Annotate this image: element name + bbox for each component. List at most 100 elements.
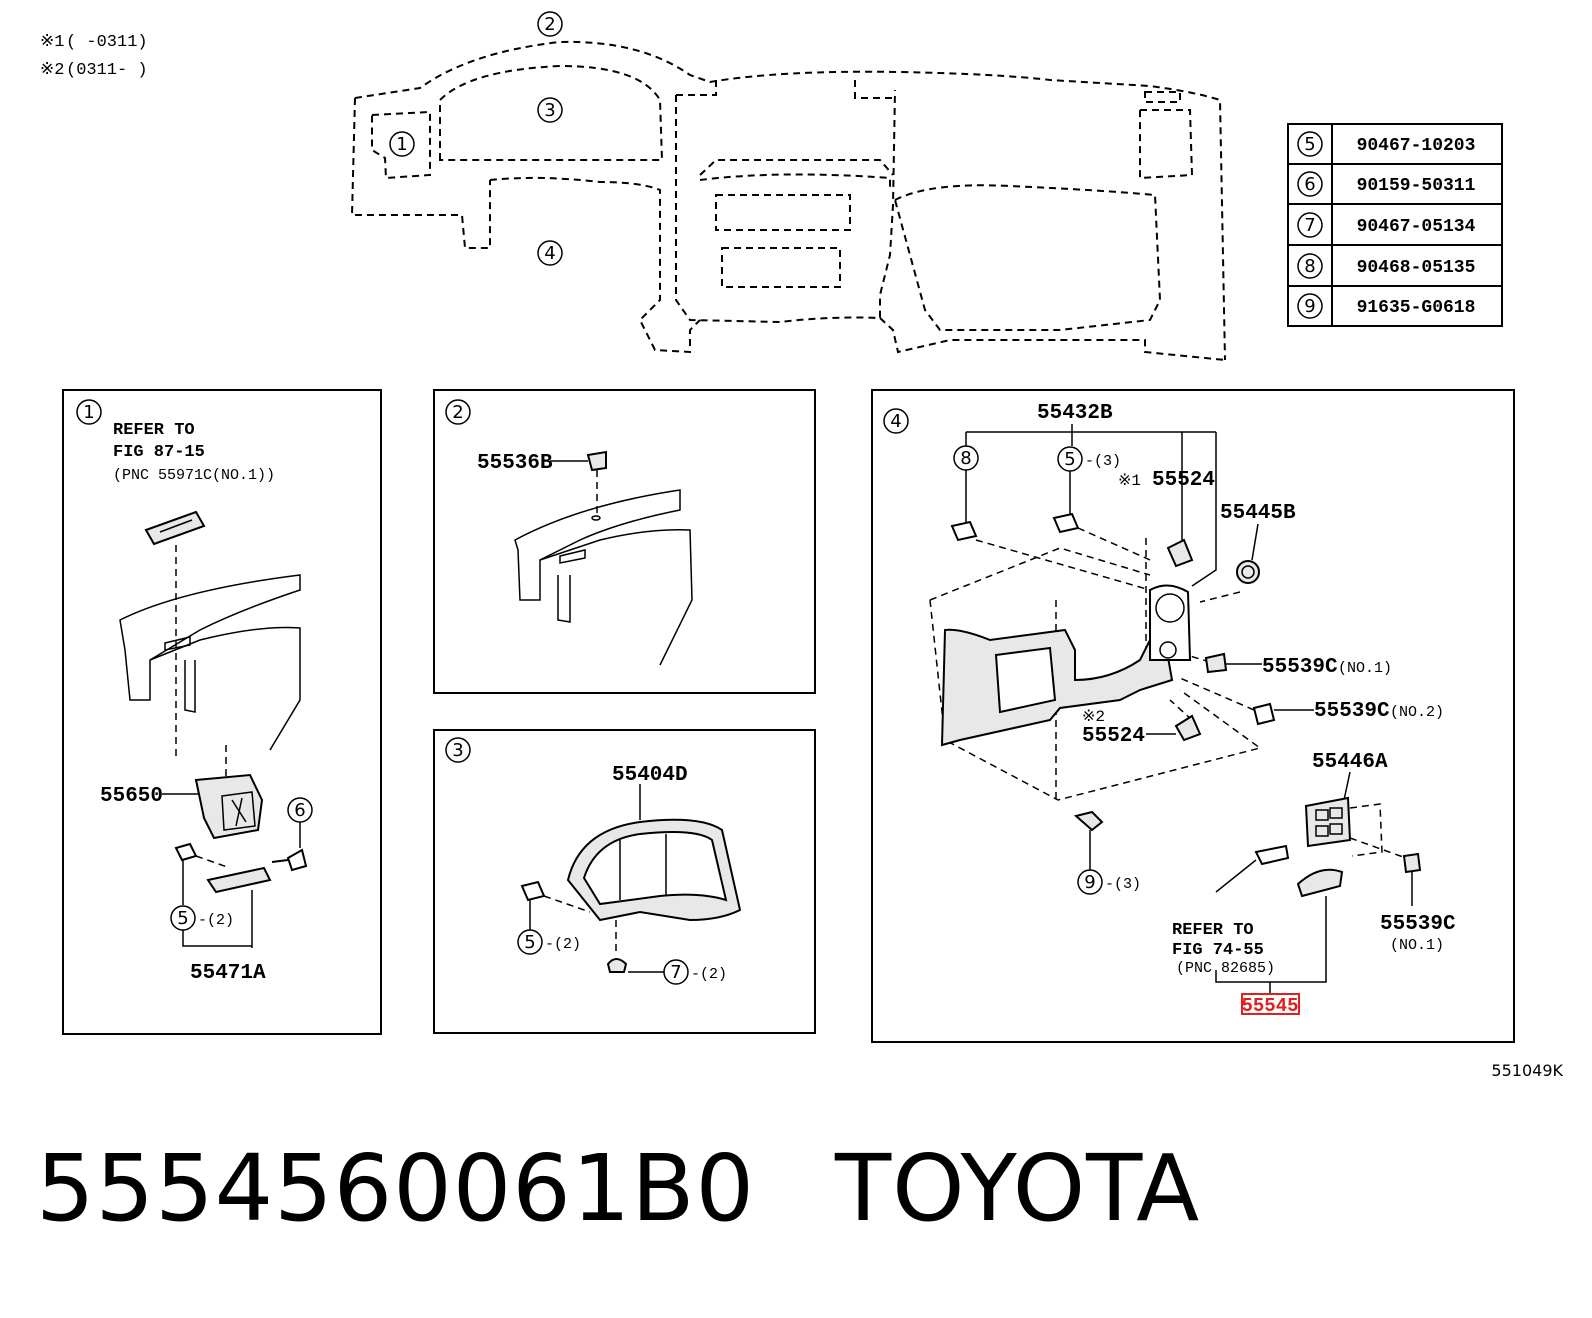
- table-row: 7 90467-05134: [1297, 212, 1476, 238]
- plug-55539C-no1-b-part: [1402, 852, 1422, 874]
- panel-4-part-55545: 55545: [1241, 995, 1298, 1017]
- dashboard-top-section: [514, 489, 681, 601]
- panel-4-part-55432B: 55432B: [1037, 402, 1113, 425]
- panel-1-refer-line3: (PNC 55971C(NO.1)): [113, 467, 275, 484]
- panel-3-ref-5: 5: [524, 932, 535, 953]
- plug-55539C-no1-part: [1204, 652, 1228, 674]
- clip-55524-b-part: [1174, 714, 1202, 742]
- panel-4-part-55445B: 55445B: [1220, 502, 1296, 525]
- svg-text:1: 1: [396, 134, 407, 155]
- panel-1-refer-line2: FIG 87-15: [113, 443, 205, 462]
- panel-2-id: 2: [452, 402, 463, 423]
- panel-4-note-1: ※1: [1118, 472, 1141, 490]
- panel-2-part-55536B: 55536B: [477, 452, 553, 475]
- panel-4-note-2: ※2: [1082, 708, 1105, 726]
- panel-1-ref-5: 5: [177, 908, 188, 929]
- panel-1: 1 REFER TO FIG 87-15 (PNC 55971C(NO.1)) …: [62, 389, 382, 1035]
- diagram-id: 551049K: [1491, 1061, 1563, 1080]
- panel-3-ref-7: 7: [670, 962, 681, 983]
- knob-55445B-part: [1236, 560, 1260, 584]
- panel-4-ref-8: 8: [960, 448, 971, 469]
- panel-3-part-55404D: 55404D: [612, 764, 688, 787]
- table-row: 8 90468-05135: [1297, 253, 1476, 279]
- highlight-box: [1241, 993, 1300, 1015]
- note-1-mark: ※1: [40, 33, 64, 52]
- panel-3: 3 55404D 5 -(2) 7 -(2): [433, 729, 816, 1034]
- panel-4-refer-line2: FIG 74-55: [1172, 941, 1264, 960]
- panel-4-refer-line3: (PNC 82685): [1176, 960, 1275, 977]
- panel-4-part-55446A: 55446A: [1312, 751, 1388, 774]
- panel-1-qty-5: -(2): [198, 912, 234, 929]
- panel-4-ref-5: 5: [1064, 449, 1075, 470]
- panel-3-qty-5: -(2): [545, 936, 581, 953]
- panel-4-qty-9: -(3): [1105, 876, 1141, 893]
- panel-4-part-55539C-1: 55539C: [1262, 656, 1338, 679]
- table-ref: 9: [1304, 296, 1315, 317]
- svg-text:2: 2: [544, 14, 555, 35]
- panel-2: 2 55536B: [433, 389, 816, 694]
- overview-callout-4: 4: [537, 240, 563, 266]
- note-2-mark: ※2: [40, 61, 64, 80]
- vent-55650-part: [194, 773, 264, 840]
- table-part-no: 90159-50311: [1357, 176, 1476, 196]
- panel-1-id: 1: [83, 402, 94, 423]
- panel-4: 4 55432B 8 5 -(3) ※1 55524 55445B: [871, 389, 1515, 1043]
- cover-part-right: [1296, 868, 1344, 898]
- plug-55539C-no2-part: [1252, 702, 1276, 726]
- panel-3-qty-7: -(2): [691, 966, 727, 983]
- overview-callout-2: 2: [537, 11, 563, 37]
- panel-1-part-55471A: 55471A: [190, 962, 266, 985]
- note-1-range: ( -0311): [66, 33, 148, 52]
- clip-55524-a-part: [1166, 538, 1194, 568]
- panel-4-part-55524-a: 55524: [1152, 469, 1215, 492]
- clip-5-part: [174, 842, 198, 862]
- svg-text:3: 3: [544, 100, 555, 121]
- panel-1-refer-line1: REFER TO: [113, 421, 195, 440]
- dashboard-overview: [350, 40, 1226, 361]
- panel-3-id: 3: [452, 740, 463, 761]
- parts-table: 5 90467-10203 6 90159-50311 7 90467-0513…: [1287, 123, 1503, 327]
- panel-4-no1: (NO.1): [1338, 660, 1392, 677]
- clip-8-part: [950, 520, 978, 542]
- table-part-no: 91635-G0618: [1357, 298, 1476, 318]
- panel-4-qty-5: -(3): [1085, 453, 1121, 470]
- note-2-range: (0311- ): [66, 61, 148, 80]
- table-part-no: 90467-10203: [1357, 136, 1476, 156]
- table-part-no: 90468-05135: [1357, 258, 1476, 278]
- table-row: 5 90467-10203: [1297, 131, 1476, 157]
- panel-4-no2: (NO.2): [1390, 704, 1444, 721]
- cover-55471A-part: [206, 866, 272, 894]
- cover-part-left: [1254, 844, 1290, 866]
- vent-grille-part: [144, 510, 206, 546]
- table-ref: 6: [1304, 174, 1315, 195]
- panel-4-part-55539C-3: 55539C: [1380, 913, 1456, 936]
- screw-6-part: [286, 848, 308, 872]
- switch-55446A-part: [1304, 796, 1352, 848]
- svg-text:4: 4: [544, 243, 555, 264]
- panel-4-part-55539C-2: 55539C: [1314, 700, 1390, 723]
- panel-4-no1-b: (NO.1): [1390, 937, 1444, 954]
- panel-4-id: 4: [890, 411, 901, 432]
- dashboard-section: [119, 574, 301, 701]
- table-row: 6 90159-50311: [1297, 171, 1476, 197]
- panel-1-part-55650: 55650: [100, 785, 163, 808]
- panel-4-refer-line1: REFER TO: [1172, 921, 1254, 940]
- table-row: 9 91635-G0618: [1297, 293, 1476, 319]
- clip-5-panel3-part: [520, 880, 546, 902]
- table-ref: 8: [1304, 256, 1315, 277]
- panel-4-part-55524-b: 55524: [1082, 725, 1145, 748]
- panel-4-ref-9: 9: [1084, 872, 1095, 893]
- table-ref: 5: [1304, 134, 1315, 155]
- overview-callout-3: 3: [537, 97, 563, 123]
- caption-part-number: 5554560061B0: [36, 1135, 755, 1242]
- clip-5-panel4-part: [1052, 512, 1080, 534]
- panel-1-ref-6: 6: [294, 800, 305, 821]
- table-ref: 7: [1304, 215, 1315, 236]
- plug-55536B-part: [586, 450, 607, 472]
- screw-7-part: [606, 958, 628, 973]
- overview-callout-1: 1: [389, 131, 415, 157]
- table-part-no: 90467-05134: [1357, 217, 1476, 237]
- screw-9-part: [1073, 810, 1104, 832]
